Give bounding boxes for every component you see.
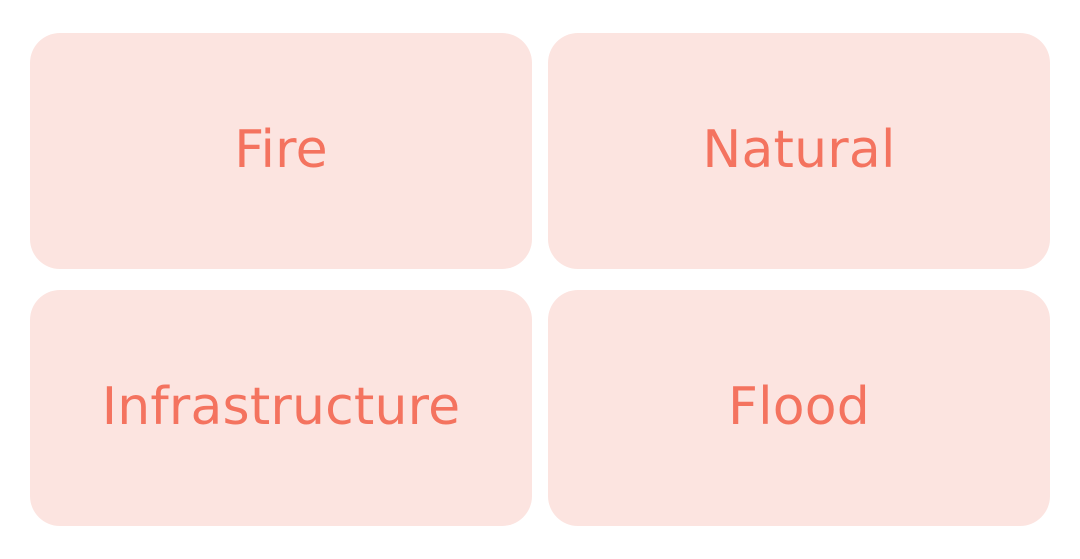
category-label-fire: Fire (234, 120, 328, 180)
category-label-infrastructure: Infrastructure (101, 377, 461, 437)
category-tile-flood[interactable]: Flood (548, 290, 1050, 526)
category-grid: Fire Natural Infrastructure Flood (30, 33, 1050, 526)
category-tile-infrastructure[interactable]: Infrastructure (30, 290, 532, 526)
category-label-natural: Natural (702, 120, 896, 180)
category-tile-natural[interactable]: Natural (548, 33, 1050, 269)
category-tile-fire[interactable]: Fire (30, 33, 532, 269)
category-label-flood: Flood (728, 377, 870, 437)
